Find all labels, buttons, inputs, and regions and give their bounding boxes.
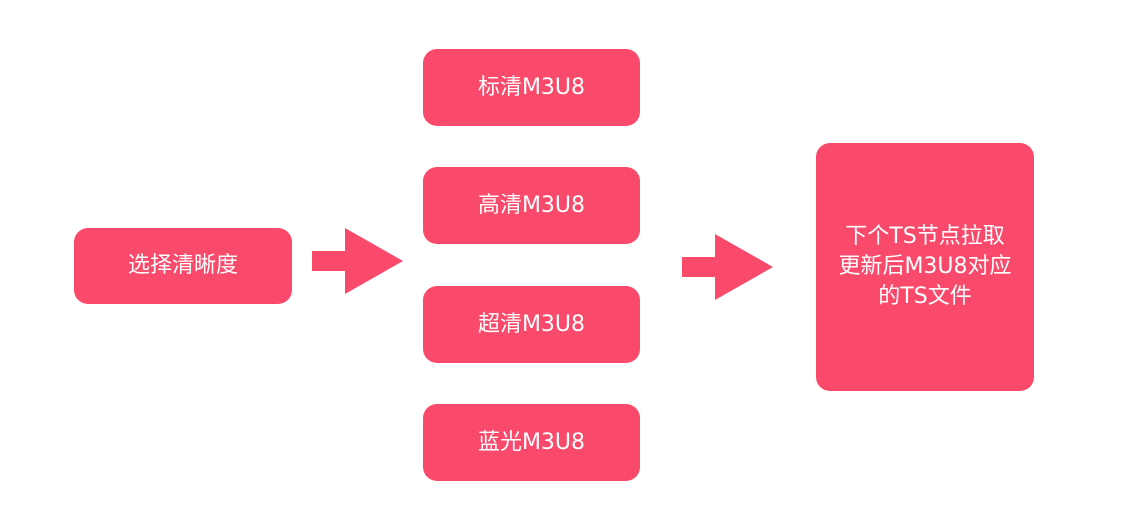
select-resolution-box: 选择清晰度 — [74, 228, 292, 304]
option-box-uhd: 超清M3U8 — [423, 286, 640, 363]
result-line-1: 下个TS节点拉取 — [845, 224, 1005, 249]
result-line-2: 更新后M3U8对应 — [838, 254, 1012, 279]
option-label-uhd: 超清M3U8 — [477, 311, 586, 337]
option-label-bluray: 蓝光M3U8 — [477, 429, 586, 455]
result-box: 下个TS节点拉取 更新后M3U8对应 的TS文件 — [816, 143, 1034, 391]
option-label-sd: 标清M3U8 — [477, 74, 586, 100]
select-resolution-label: 选择清晰度 — [127, 253, 238, 278]
option-box-hd: 高清M3U8 — [423, 167, 640, 244]
option-label-hd: 高清M3U8 — [477, 192, 586, 218]
arrow-right-icon — [682, 234, 773, 300]
result-line-3: 的TS文件 — [878, 284, 972, 309]
option-box-sd: 标清M3U8 — [423, 49, 640, 126]
option-box-bluray: 蓝光M3U8 — [423, 404, 640, 481]
arrow-right-icon — [312, 228, 403, 294]
result-text: 下个TS节点拉取 更新后M3U8对应 的TS文件 — [838, 222, 1011, 312]
